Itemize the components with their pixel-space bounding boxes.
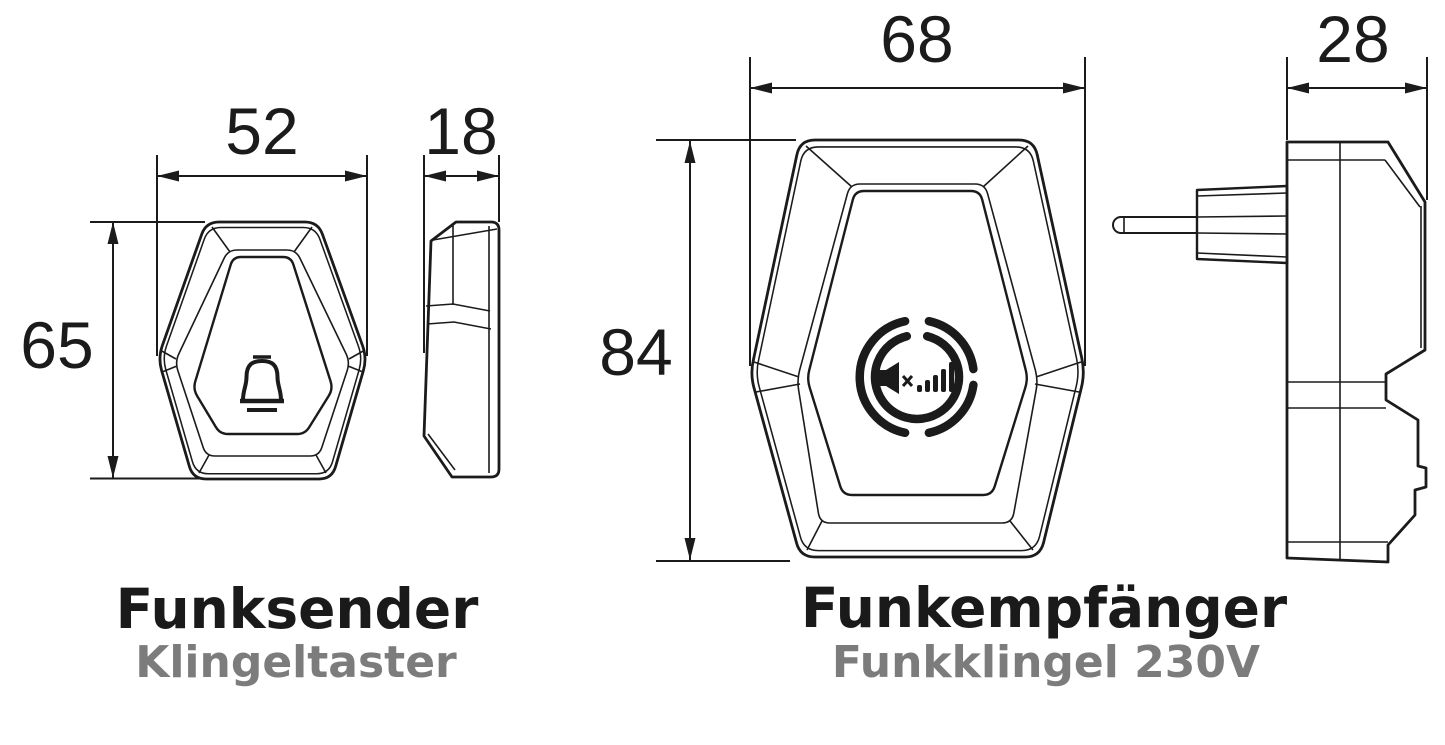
arrowhead-left: [424, 170, 446, 182]
receiver-subtitle: Funkklingel 230V: [832, 637, 1260, 688]
transmitter-side-view: [422, 220, 501, 479]
bell-body: [241, 358, 283, 401]
transmitter-front-view: [158, 220, 367, 481]
dim-value-84: 84: [599, 315, 672, 389]
arrowhead-left: [750, 82, 772, 94]
housing-rim-line: [163, 226, 362, 475]
transmitter-title: Funksender: [116, 577, 479, 641]
bevel-ring: [797, 183, 1038, 524]
mains-plug: [1112, 184, 1289, 265]
dimension-receiver-depth: 28: [1286, 2, 1428, 200]
transmitter-subtitle: Klingeltaster: [135, 637, 457, 688]
inner-ring-arc: [870, 331, 964, 424]
receiver-side-view: [1112, 140, 1428, 564]
dimension-transmitter-height: 65: [20, 221, 205, 480]
side-outline: [422, 220, 501, 479]
pin-round-tip: [1112, 216, 1122, 234]
dimension-receiver-height: 84: [599, 139, 796, 562]
arrowhead-right: [1063, 82, 1085, 94]
bevel-corner-lines: [753, 145, 1082, 551]
arrowhead-right: [345, 170, 367, 182]
side-outline: [1285, 140, 1428, 564]
arrowhead-top: [107, 222, 119, 244]
bevel-corner-lines: [159, 226, 366, 474]
receiver-title: Funkempfänger: [801, 576, 1287, 640]
arrowhead-bottom: [684, 538, 696, 560]
dimension-transmitter-depth: 18: [423, 94, 500, 353]
seam-line-lower: [426, 321, 492, 330]
front-face: [807, 189, 1028, 497]
outer-ring-arc-bottom-right: [924, 380, 978, 438]
receiver-front-view: [750, 138, 1085, 559]
dim-value-68: 68: [880, 2, 953, 76]
speaker-mute-signal-icon: [855, 316, 978, 438]
arrowhead-top: [684, 141, 696, 163]
button-face: [193, 255, 333, 436]
plug-base: [1195, 184, 1289, 265]
volume-bars-glyph: [917, 362, 954, 392]
arrowhead-bottom: [107, 456, 119, 478]
housing-rim-line: [756, 146, 1079, 552]
speaker-glyph: [877, 362, 899, 394]
plug-pin: [1112, 216, 1197, 234]
arrowhead-left: [157, 170, 179, 182]
seam-line-upper: [425, 303, 491, 312]
arrowhead-right: [1405, 82, 1427, 94]
housing-outline: [158, 220, 367, 481]
arrowhead-left: [1287, 82, 1309, 94]
dim-value-28: 28: [1316, 2, 1389, 76]
dim-value-52: 52: [225, 94, 298, 168]
mute-x-glyph: [901, 374, 914, 388]
dim-value-18: 18: [424, 94, 497, 168]
arrowhead-right: [477, 170, 499, 182]
bevel-ring: [175, 249, 350, 457]
dimension-transmitter-width: 52: [156, 94, 368, 356]
housing-outline: [750, 138, 1085, 559]
dimension-receiver-width: 68: [749, 2, 1086, 366]
dim-value-65: 65: [20, 308, 93, 382]
bell-icon: [240, 355, 284, 412]
outer-ring-arc-top-right: [924, 316, 978, 374]
outer-ring-arc-left: [855, 316, 910, 438]
